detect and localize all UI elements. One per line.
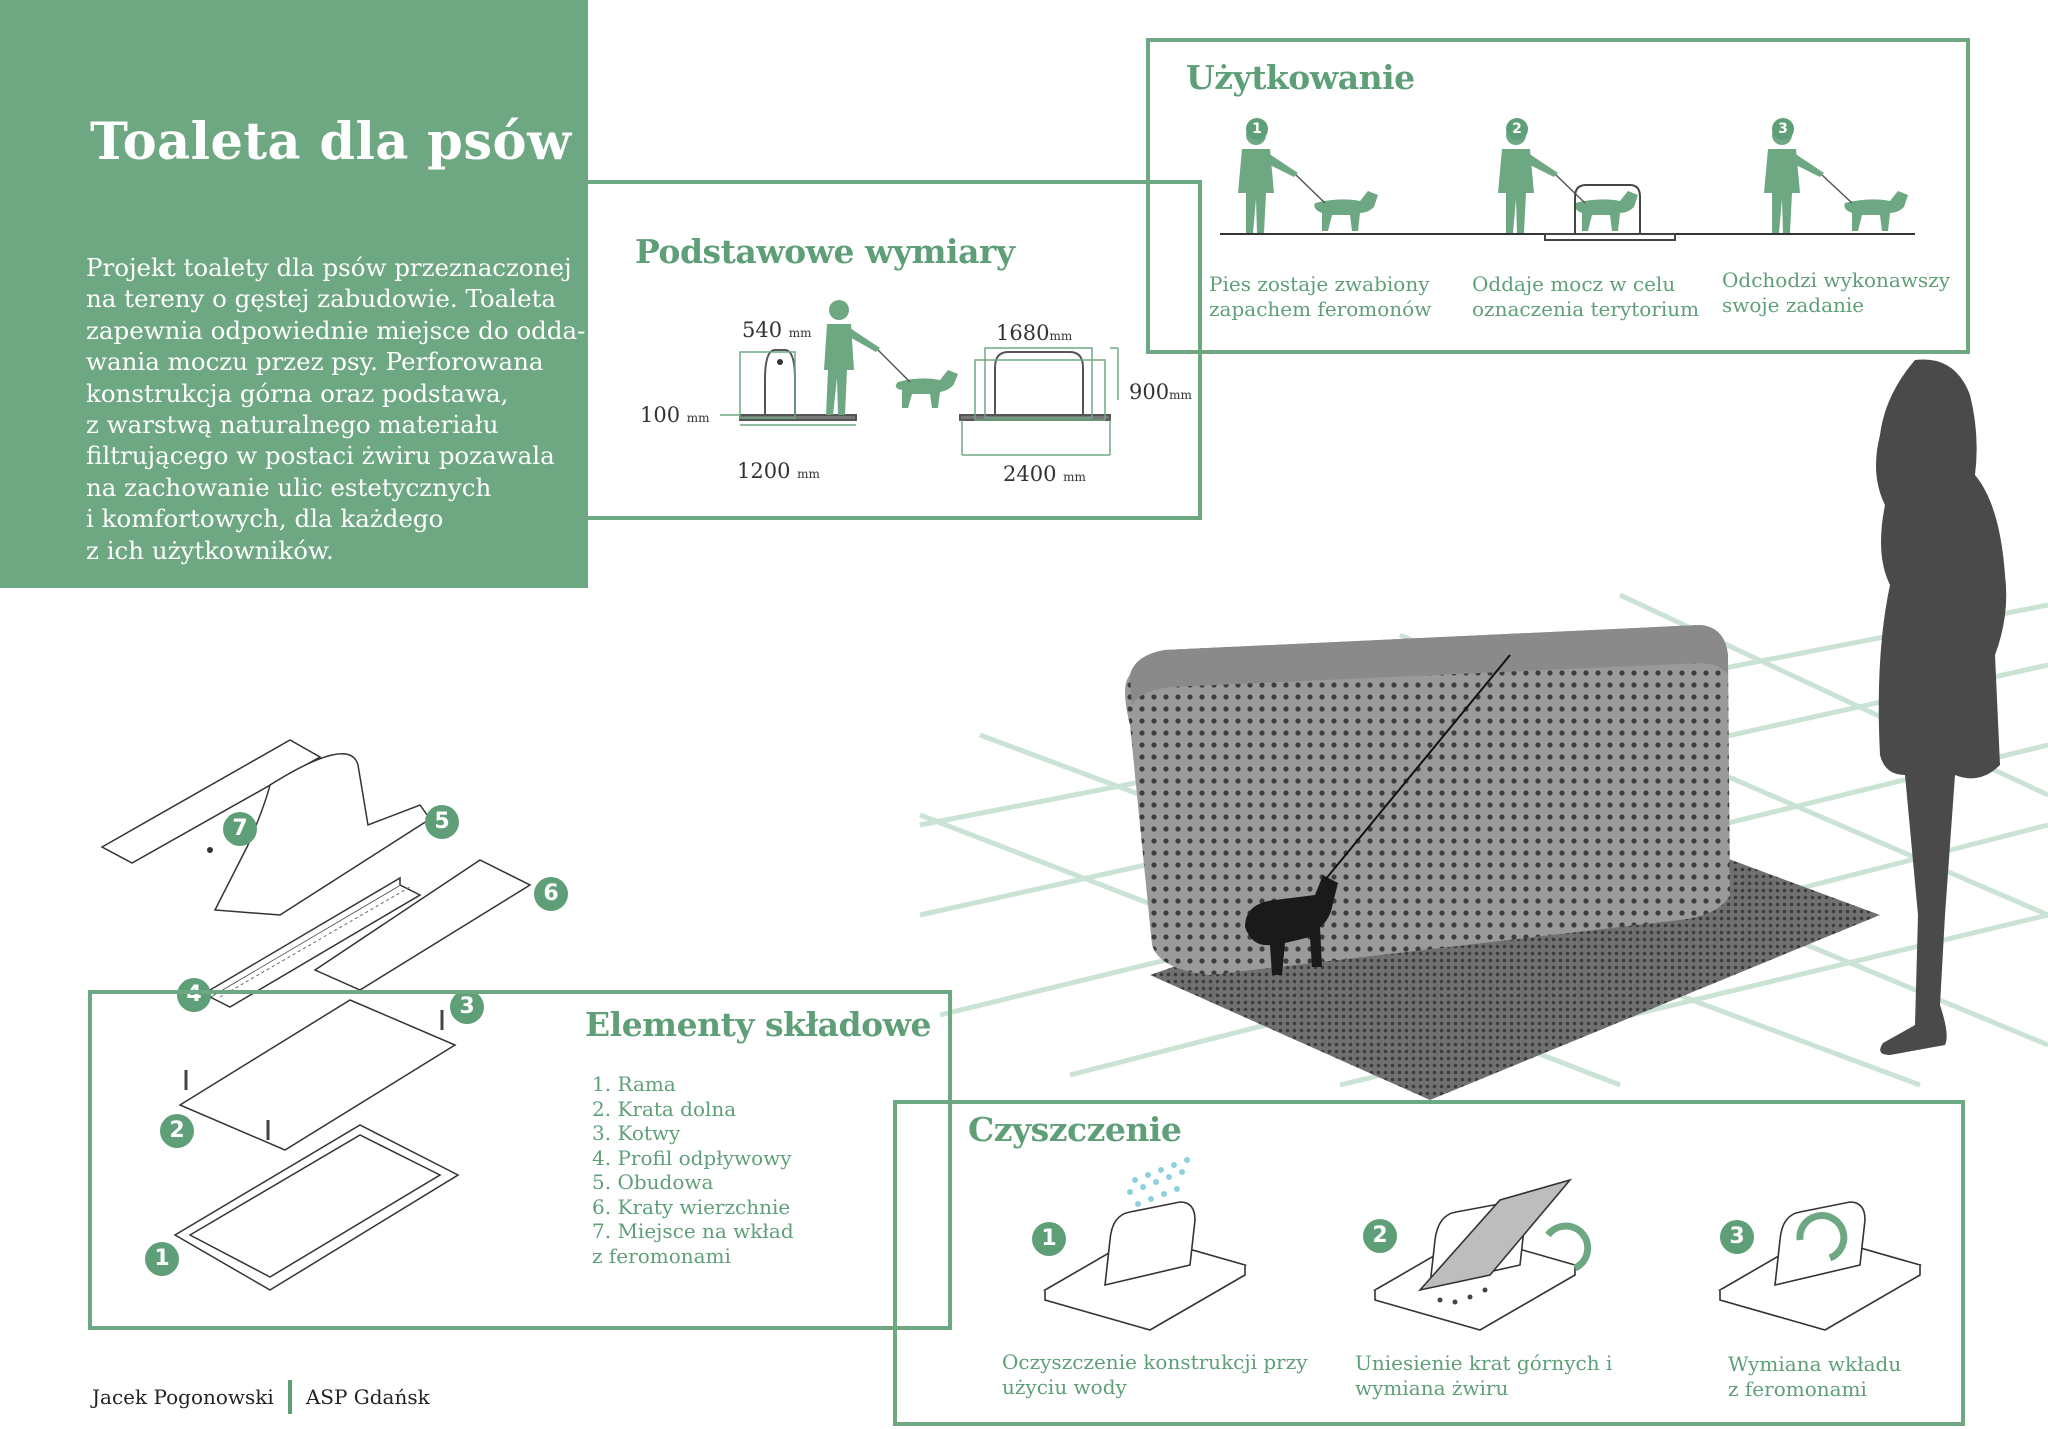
title-panel: Toaleta dla psów Projekt toalety dla psó… [0, 0, 588, 588]
usage-drawing [1220, 125, 1915, 241]
dim-unit: mm [686, 411, 710, 425]
component-badge: 5 [425, 805, 459, 839]
cleaning-frame [893, 1100, 1965, 1426]
dim-unit: mm [1169, 388, 1192, 402]
components-list-item: 7. Miejsce na wkład [592, 1219, 794, 1243]
component-badge: 7 [223, 812, 257, 846]
components-list-item: 1. Rama [592, 1072, 676, 1096]
component-badge: 6 [534, 877, 568, 911]
components-list-item: 3. Kotwy [592, 1121, 681, 1145]
cleaning-title: Czyszczenie [968, 1110, 1182, 1149]
dim-value: 1200 [737, 459, 791, 483]
usage-frame [1146, 38, 1970, 354]
caption-line: Wymiana wkładu [1728, 1352, 1902, 1376]
components-list: 1. Rama 2. Krata dolna 3. Kotwy 4. Profi… [592, 1072, 794, 1268]
caption-line: swoje zadanie [1722, 293, 1865, 317]
description-line: filtrującego w postaci żwiru pozawala [86, 441, 555, 471]
usage-step-badge: 2 [1506, 118, 1528, 140]
description-line: i komfortowych, dla każdego [86, 504, 444, 534]
description-line: z warstwą naturalnego materiału [86, 410, 499, 440]
description-line: wania moczu przez psy. Perforowana [86, 347, 544, 377]
components-list-item: 2. Krata dolna [592, 1096, 737, 1121]
project-description: Projekt toalety dla psów przeznaczonej n… [86, 252, 586, 566]
footer-author: Jacek Pogonowski [92, 1385, 274, 1409]
cleaning-step-badge: 3 [1720, 1220, 1754, 1254]
dim-value: 100 [640, 403, 681, 427]
dim-side-height: 100 mm [640, 403, 710, 427]
components-list-item: 4. Profil odpływowy [592, 1145, 792, 1170]
component-badge: 4 [177, 978, 211, 1012]
caption-line: wymiana żwiru [1355, 1376, 1509, 1400]
dimensions-drawing [720, 300, 1119, 456]
dim-unit: mm [1049, 329, 1073, 343]
caption-line: Odchodzi wykonawszy [1722, 268, 1951, 292]
dim-side-width: 540 mm [742, 318, 812, 342]
dim-unit: mm [797, 467, 820, 481]
caption-line: użyciu wody [1002, 1375, 1127, 1399]
description-line: konstrukcja górna oraz podstawa, [86, 378, 509, 408]
components-frame [88, 990, 952, 1330]
component-badge: 1 [145, 1242, 179, 1276]
caption-line: Pies zostaje zwabiony [1209, 272, 1430, 296]
dim-value: 900 [1129, 380, 1170, 404]
components-list-item: 6. Kraty wierzchnie [592, 1194, 791, 1219]
dim-side-base: 1200 mm [737, 459, 820, 483]
exploded-view-drawing [100, 739, 532, 1291]
cleaning-step-badge: 2 [1363, 1219, 1397, 1253]
caption-line: oznaczenia terytorium [1472, 297, 1700, 321]
description-line: zapewnia odpowiednie miejsce do odda- [86, 315, 586, 345]
components-title: Elementy składowe [585, 1005, 932, 1044]
footer: Jacek Pogonowski ASP Gdańsk [92, 1380, 430, 1414]
component-badge: 3 [450, 990, 484, 1024]
usage-title: Użytkowanie [1186, 58, 1415, 97]
component-badge: 2 [160, 1114, 194, 1148]
description-line: na zachowanie ulic estetycznych [86, 472, 492, 502]
dim-value: 2400 [1003, 462, 1057, 486]
dim-value: 540 [742, 318, 783, 342]
caption-line: zapachem feromonów [1209, 297, 1432, 321]
dim-front-height: 900mm [1129, 380, 1192, 404]
components-list-item: z feromonami [592, 1243, 731, 1268]
description-line: Projekt toalety dla psów przeznaczonej [86, 253, 572, 282]
dimensions-title: Podstawowe wymiary [635, 232, 1015, 271]
caption-line: Oddaje mocz w celu [1472, 272, 1676, 296]
footer-school: ASP Gdańsk [305, 1385, 430, 1409]
description-line: z ich użytkowników. [86, 535, 334, 565]
usage-step-badge: 3 [1772, 118, 1794, 140]
caption-line: z feromonami [1728, 1377, 1867, 1401]
footer-divider [287, 1380, 292, 1414]
dim-unit: mm [788, 326, 812, 340]
dim-front-width: 1680mm [996, 321, 1072, 345]
usage-step-badge: 1 [1246, 118, 1268, 140]
page-title: Toaleta dla psów [90, 112, 572, 172]
dim-value: 1680 [996, 321, 1050, 345]
caption-line: Uniesienie krat górnych i [1355, 1351, 1613, 1375]
dim-unit: mm [1063, 470, 1086, 484]
product-render [919, 359, 2048, 1100]
components-list-item: 5. Obudowa [592, 1170, 714, 1194]
description-line: na tereny o gęstej zabudowie. Toaleta [86, 284, 557, 314]
dim-front-base: 2400 mm [1003, 462, 1086, 486]
cleaning-step-badge: 1 [1032, 1222, 1066, 1256]
cleaning-drawing [1042, 1157, 1923, 1331]
caption-line: Oczyszczenie konstrukcji przy [1002, 1350, 1308, 1374]
